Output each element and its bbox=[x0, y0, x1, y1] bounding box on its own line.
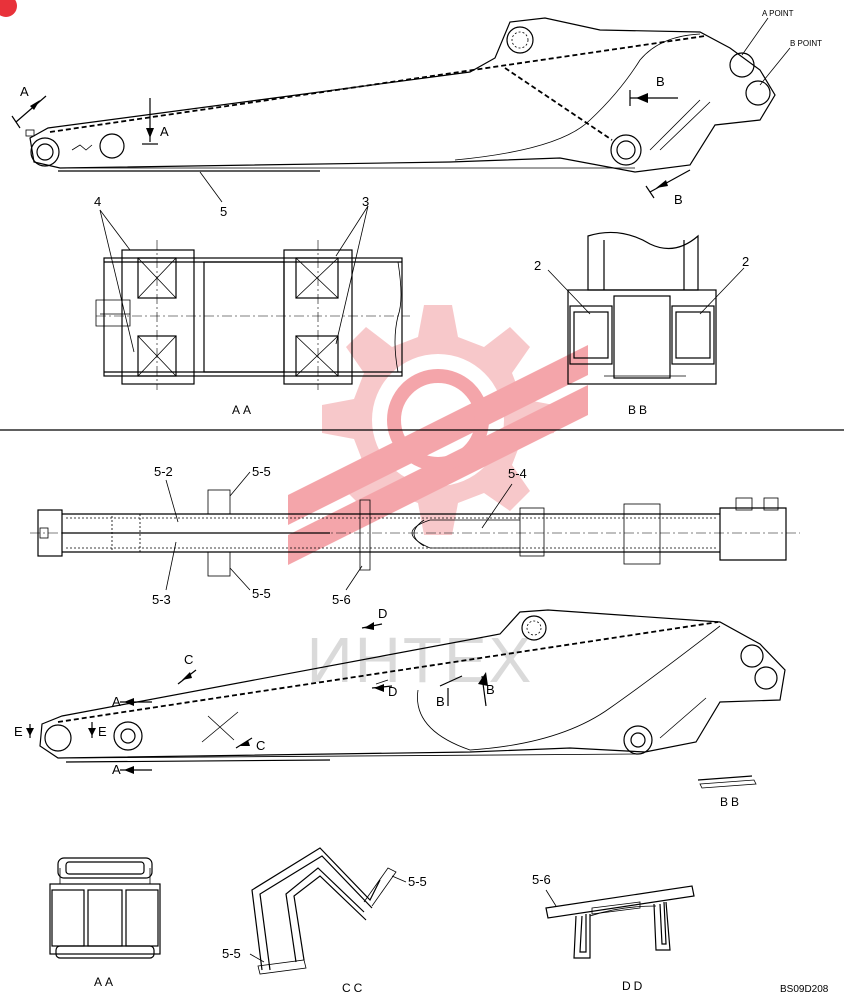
part-5-label: 5 bbox=[220, 204, 227, 219]
view-bb-top-caption: BB bbox=[628, 403, 650, 417]
section-bb-top: BB 2 2 bbox=[534, 231, 749, 417]
view-aa-top-caption: AA bbox=[232, 403, 254, 417]
arrow-c-label-upper: C bbox=[184, 652, 193, 667]
section-aa-top: AA 4 3 bbox=[94, 194, 410, 417]
view-bb-bottom-caption: BB bbox=[720, 795, 742, 809]
drawing-code: BS09D208 bbox=[780, 984, 829, 995]
arrow-a-label-bottom-lower: A bbox=[112, 762, 121, 777]
corner-marker-icon bbox=[0, 0, 17, 17]
part-2-label-right: 2 bbox=[742, 254, 749, 269]
part-5-5-label-upper: 5-5 bbox=[252, 464, 271, 479]
view-aa-bottom-caption: AA bbox=[94, 975, 116, 989]
b-point-label: B POINT bbox=[790, 39, 822, 48]
detail-aa-bottom: AA bbox=[49, 857, 161, 989]
part-5-6-label: 5-6 bbox=[332, 592, 351, 607]
detail-cc: 5-5 5-5 CC bbox=[222, 847, 427, 995]
part-4-label: 4 bbox=[94, 194, 101, 209]
part-5-5-label-cc-lower: 5-5 bbox=[222, 946, 241, 961]
detail-dd: 5-6 DD bbox=[532, 872, 695, 993]
arrow-a-label-left: A bbox=[20, 84, 29, 99]
view-cc-caption: CC bbox=[342, 981, 365, 995]
arrow-b-label-lower: B bbox=[674, 192, 683, 207]
arrow-e-label-right: E bbox=[98, 724, 107, 739]
part-5-5-label-cc-upper: 5-5 bbox=[408, 874, 427, 889]
a-point-label: A POINT bbox=[762, 9, 794, 18]
boom-plan-view: 5-2 5-3 5-5 5-5 5-6 5-4 bbox=[30, 464, 800, 607]
arrow-c-label-lower: C bbox=[256, 738, 265, 753]
part-2-label-left: 2 bbox=[534, 258, 541, 273]
arrow-b-label-bottom-right: B bbox=[486, 682, 495, 697]
arrow-b-label-upper: B bbox=[656, 74, 665, 89]
part-5-6-label-dd: 5-6 bbox=[532, 872, 551, 887]
part-3-label: 3 bbox=[362, 194, 369, 209]
arrow-e-label-left: E bbox=[14, 724, 23, 739]
arrow-b-label-bottom-left: B bbox=[436, 694, 445, 709]
boom-side-view-bottom: C C D D B B A A E E BB bbox=[14, 606, 786, 809]
view-dd-caption: DD bbox=[622, 979, 645, 993]
arrow-d-label-lower: D bbox=[388, 684, 397, 699]
part-5-4-label: 5-4 bbox=[508, 466, 527, 481]
part-5-5-label-lower: 5-5 bbox=[252, 586, 271, 601]
arrow-d-label-upper: D bbox=[378, 606, 387, 621]
boom-side-view-top bbox=[25, 17, 776, 173]
top-view-annotations: A POINT B POINT A A B B 5 bbox=[11, 9, 822, 219]
part-5-2-label: 5-2 bbox=[154, 464, 173, 479]
watermark-logo: ИНТЕХ bbox=[288, 305, 588, 696]
part-5-3-label: 5-3 bbox=[152, 592, 171, 607]
arrow-a-label-down: A bbox=[160, 124, 169, 139]
watermark-text: ИНТЕХ bbox=[307, 624, 534, 696]
arrow-a-label-bottom-upper: A bbox=[112, 694, 121, 709]
